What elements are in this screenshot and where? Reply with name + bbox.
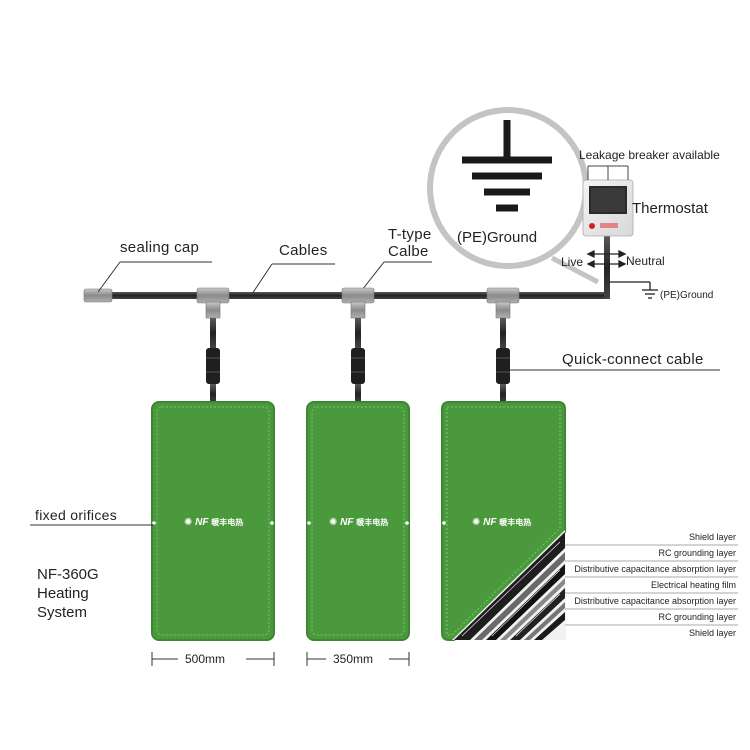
brand-logo-panel-1: ✺ NF 暖丰电热 [184, 517, 244, 528]
layer-label: Distributive capacitance absorption laye… [574, 564, 736, 574]
quick-connect-label: Quick-connect cable [562, 351, 704, 368]
dimension-350 [306, 652, 410, 666]
layer-label-lines [565, 544, 738, 626]
dimension-500-label: 500mm [185, 652, 226, 666]
leakage-breaker-label: Leakage breaker available [579, 148, 720, 162]
pe-ground-zoom-label: (PE)Ground [457, 229, 538, 246]
layer-label: Shield layer [688, 532, 736, 542]
thermostat-riser [604, 236, 610, 299]
heating-panel-1 [151, 401, 275, 641]
pe-ground-small-label: (PE)Ground [660, 290, 714, 301]
layer-label: Electrical heating film [650, 580, 736, 590]
heating-panel-2 [306, 401, 410, 641]
layer-label: RC grounding layer [658, 612, 736, 622]
brand-logo-icon: ✺ [184, 517, 193, 528]
t-type-label: T-type Calbe [388, 226, 432, 260]
layer-label: RC grounding layer [658, 548, 736, 558]
sealing-cap-leader [97, 261, 121, 293]
t-connector-3 [486, 287, 520, 404]
heating-panel-3 [441, 401, 566, 641]
cables-leader [251, 263, 273, 295]
brand-logo-icon: ✺ [472, 517, 481, 528]
live-label: Live [561, 255, 584, 269]
t-connector-1 [196, 287, 230, 404]
system-name-label: NF-360G Heating System [37, 566, 99, 621]
live-neutral-arrows [586, 249, 627, 269]
thermostat-label: Thermostat [632, 200, 708, 217]
layer-stack-corner [452, 530, 566, 640]
fixed-orifices-label: fixed orifices [35, 507, 118, 523]
brand-logo-icon: ✺ [329, 517, 338, 528]
sealing-cap [83, 288, 113, 303]
brand-logo-panel-3: ✺ NF 暖丰电热 [472, 517, 532, 528]
small-ground-icon [610, 281, 658, 299]
brand-logo-panel-2: ✺ NF 暖丰电热 [329, 517, 389, 528]
t-type-leader [361, 261, 385, 291]
neutral-label: Neutral [626, 254, 665, 268]
sealing-cap-label: sealing cap [120, 239, 200, 256]
layer-label: Distributive capacitance absorption laye… [574, 596, 736, 606]
ground-symbol-icon [462, 120, 552, 212]
dimension-500 [151, 652, 275, 666]
thermostat-device [582, 165, 634, 237]
cables-label: Cables [279, 242, 328, 259]
layer-label: Shield layer [688, 628, 736, 638]
dimension-350-label: 350mm [333, 652, 374, 666]
t-connector-2 [341, 287, 375, 404]
